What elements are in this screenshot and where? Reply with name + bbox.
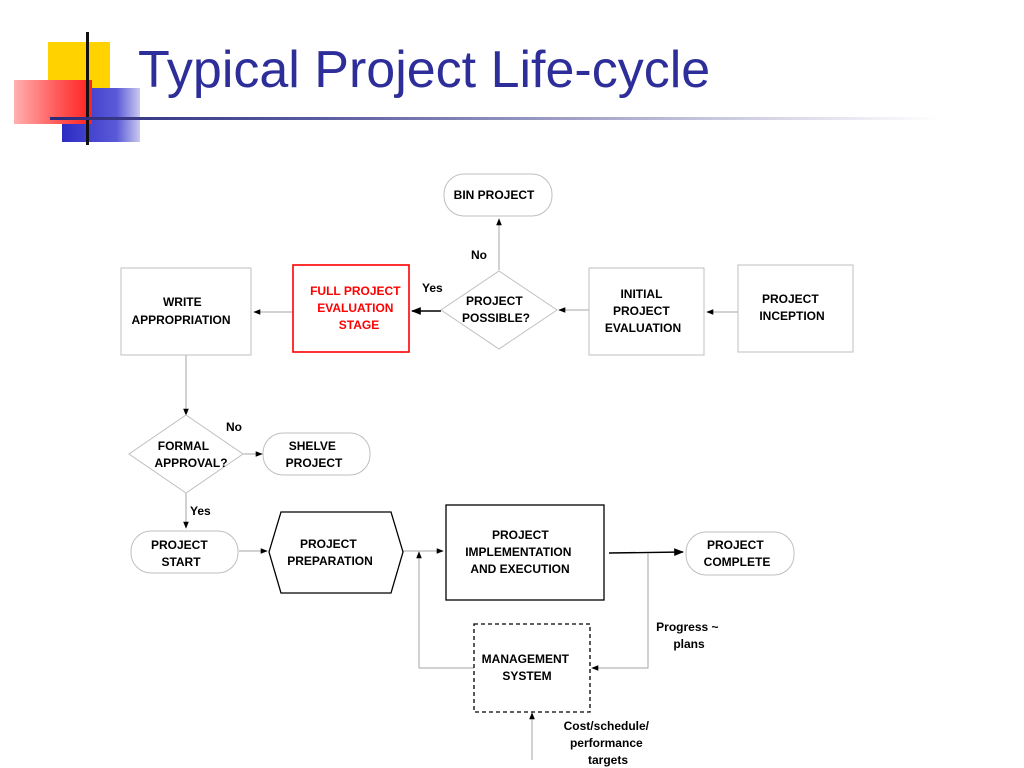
edge-management-to-implementation (416, 551, 474, 669)
node-project-complete-label: PROJECT COMPLETE (704, 538, 771, 569)
node-project-inception (737, 264, 854, 353)
label-progress-plans: Progress ~ plans (656, 620, 722, 651)
node-formal-approval (128, 414, 244, 494)
node-bin-project-label: BIN PROJECT (454, 188, 535, 202)
label-cost-targets: Cost/schedule/ performance targets (564, 719, 653, 767)
node-project-possible (440, 270, 558, 350)
label-approval-no: No (226, 420, 242, 434)
node-write-appropriation (120, 267, 252, 356)
title-underline (50, 117, 940, 120)
label-possible-yes: Yes (422, 281, 443, 295)
node-shelve-project-label: SHELVE PROJECT (286, 439, 343, 470)
node-project-preparation (268, 511, 404, 594)
node-implementation (445, 504, 605, 601)
edge-implementation-to-complete (608, 548, 684, 557)
node-project-start (130, 530, 239, 574)
node-project-possible-label: PROJECT POSSIBLE? (462, 294, 530, 325)
node-shelve-project (262, 432, 371, 476)
slide-title: Typical Project Life-cycle (138, 41, 711, 99)
node-bin-project (443, 173, 553, 217)
label-possible-no: No (471, 248, 487, 262)
node-project-start-label: PROJECT START (151, 538, 211, 569)
node-formal-approval-label: FORMAL APPROVAL? (154, 439, 227, 470)
node-implementation-label: PROJECT IMPLEMENTATION AND EXECUTION (465, 528, 575, 576)
node-initial-evaluation (588, 267, 705, 356)
node-project-preparation-label: PROJECT PREPARATION (287, 537, 373, 568)
node-project-inception-label: PROJECT INCEPTION (759, 292, 824, 323)
node-write-appropriation-label: WRITE APPROPRIATION (131, 295, 230, 327)
node-project-complete (685, 531, 795, 576)
node-full-evaluation-label: FULL PROJECT EVALUATION STAGE (310, 284, 404, 332)
edge-progress-feedback (591, 553, 649, 671)
node-initial-evaluation-label: INITIAL PROJECT EVALUATION (605, 287, 681, 335)
decor-vertical-line (86, 32, 89, 145)
node-management-system-label: MANAGEMENT SYSTEM (482, 652, 573, 683)
decor-red-square (14, 80, 92, 124)
node-full-evaluation (292, 264, 410, 353)
node-management-system (473, 623, 591, 713)
label-approval-yes: Yes (190, 504, 211, 518)
